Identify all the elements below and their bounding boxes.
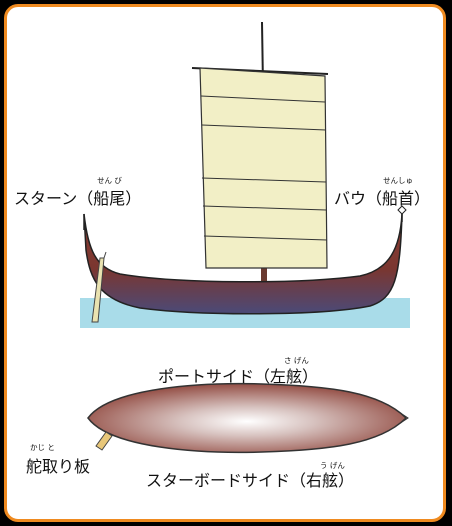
starboard-ruby: う げん: [320, 461, 345, 470]
sail: [199, 67, 328, 269]
port-ruby: さ げん: [284, 356, 309, 365]
bow-label: バウ（船首）: [334, 189, 430, 208]
bow-top: [395, 409, 409, 427]
rudder-top: [95, 431, 113, 451]
stern-label: スターン（船尾）: [14, 189, 141, 208]
mast-base: [261, 262, 267, 282]
hull-top: [87, 382, 408, 454]
bow-ruby: せんしゅ: [383, 176, 413, 185]
bow-ornament: [397, 205, 407, 215]
hull-side: [83, 213, 403, 315]
starboard-label: スターボードサイド（右舷）: [146, 471, 354, 490]
port-label: ポートサイド（左舷）: [158, 367, 318, 386]
rudder-ruby: かじ と: [30, 443, 55, 452]
stern-ruby: せん び: [97, 176, 122, 185]
rudder-side: [91, 251, 107, 323]
rudder-label: 舵取り板: [26, 457, 90, 476]
